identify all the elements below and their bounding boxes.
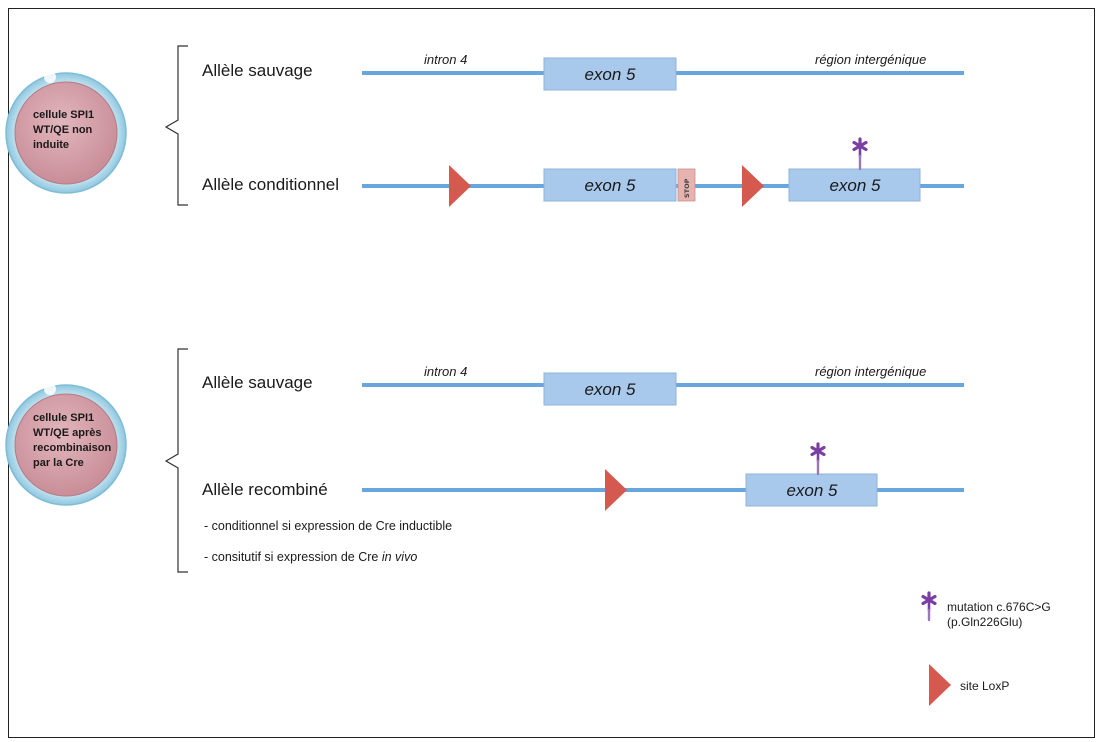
mutant-exon-5-box [745, 473, 878, 507]
intron-label: intron 4 [424, 52, 467, 67]
brace-bottom [164, 348, 188, 573]
mutant-exon-5-box [788, 168, 921, 202]
exon-5-box [543, 168, 677, 202]
mutant-exon-5-label: exon 5 [786, 481, 838, 500]
brace-top [164, 45, 188, 206]
legend-mutation-asterisk-icon [921, 591, 937, 622]
intergenic-label: région intergénique [815, 364, 926, 379]
cell-top-line-2: WT/QE non [33, 124, 93, 136]
allele-conditional-label: Allèle conditionnel [202, 175, 339, 194]
cell-top: cellule SPI1 WT/QE non induite [5, 71, 127, 194]
mutation-asterisk-icon [852, 137, 868, 171]
cell-bottom-line-3: recombinaison [33, 442, 112, 454]
cell-bottom: cellule SPI1 WT/QE après recombinaison p… [5, 383, 127, 506]
loxp-site [742, 165, 764, 207]
allele-recombined-label: Allèle recombiné [202, 480, 328, 499]
exon-5-label: exon 5 [584, 380, 636, 399]
mutation-asterisk-icon [810, 442, 826, 476]
exon-5-label: exon 5 [584, 65, 636, 84]
allele-wild-type-label: Allèle sauvage [202, 61, 313, 80]
loxp-site [449, 165, 471, 207]
legend-loxp-label: site LoxP [960, 679, 1009, 693]
cell-top-line-3: induite [33, 139, 69, 151]
legend-mutation-line-1: mutation c.676C>G [947, 600, 1051, 614]
stop-cassette [677, 168, 696, 202]
note-constitutive: - consitutif si expression de Cre in viv… [204, 550, 417, 564]
cell-top-line-1: cellule SPI1 [33, 109, 94, 121]
intron-label: intron 4 [424, 364, 467, 379]
allele-wild-type-label: Allèle sauvage [202, 373, 313, 392]
mutant-exon-5-label: exon 5 [829, 176, 881, 195]
figure-frame [8, 8, 1095, 738]
legend-mutation-line-2: (p.Gln226Glu) [947, 615, 1022, 629]
cell-bottom-line-4: par la Cre [33, 457, 84, 469]
note-constitutive-italic: in vivo [382, 550, 417, 564]
legend: mutation c.676C>G (p.Gln226Glu) site Lox… [921, 591, 1051, 706]
exon-5-box [543, 57, 677, 91]
stop-label: STOP [683, 178, 691, 198]
legend-loxp-triangle-icon [929, 664, 951, 706]
cell-bottom-line-1: cellule SPI1 [33, 412, 94, 424]
exon-5-label: exon 5 [584, 176, 636, 195]
note-inducible: - conditionnel si expression de Cre indu… [204, 519, 452, 533]
intergenic-label: région intergénique [815, 52, 926, 67]
note-constitutive-prefix: - consitutif si expression de Cre [204, 550, 382, 564]
exon-5-box [543, 372, 677, 406]
cell-bottom-line-2: WT/QE après [33, 427, 101, 439]
loxp-site [605, 469, 627, 511]
